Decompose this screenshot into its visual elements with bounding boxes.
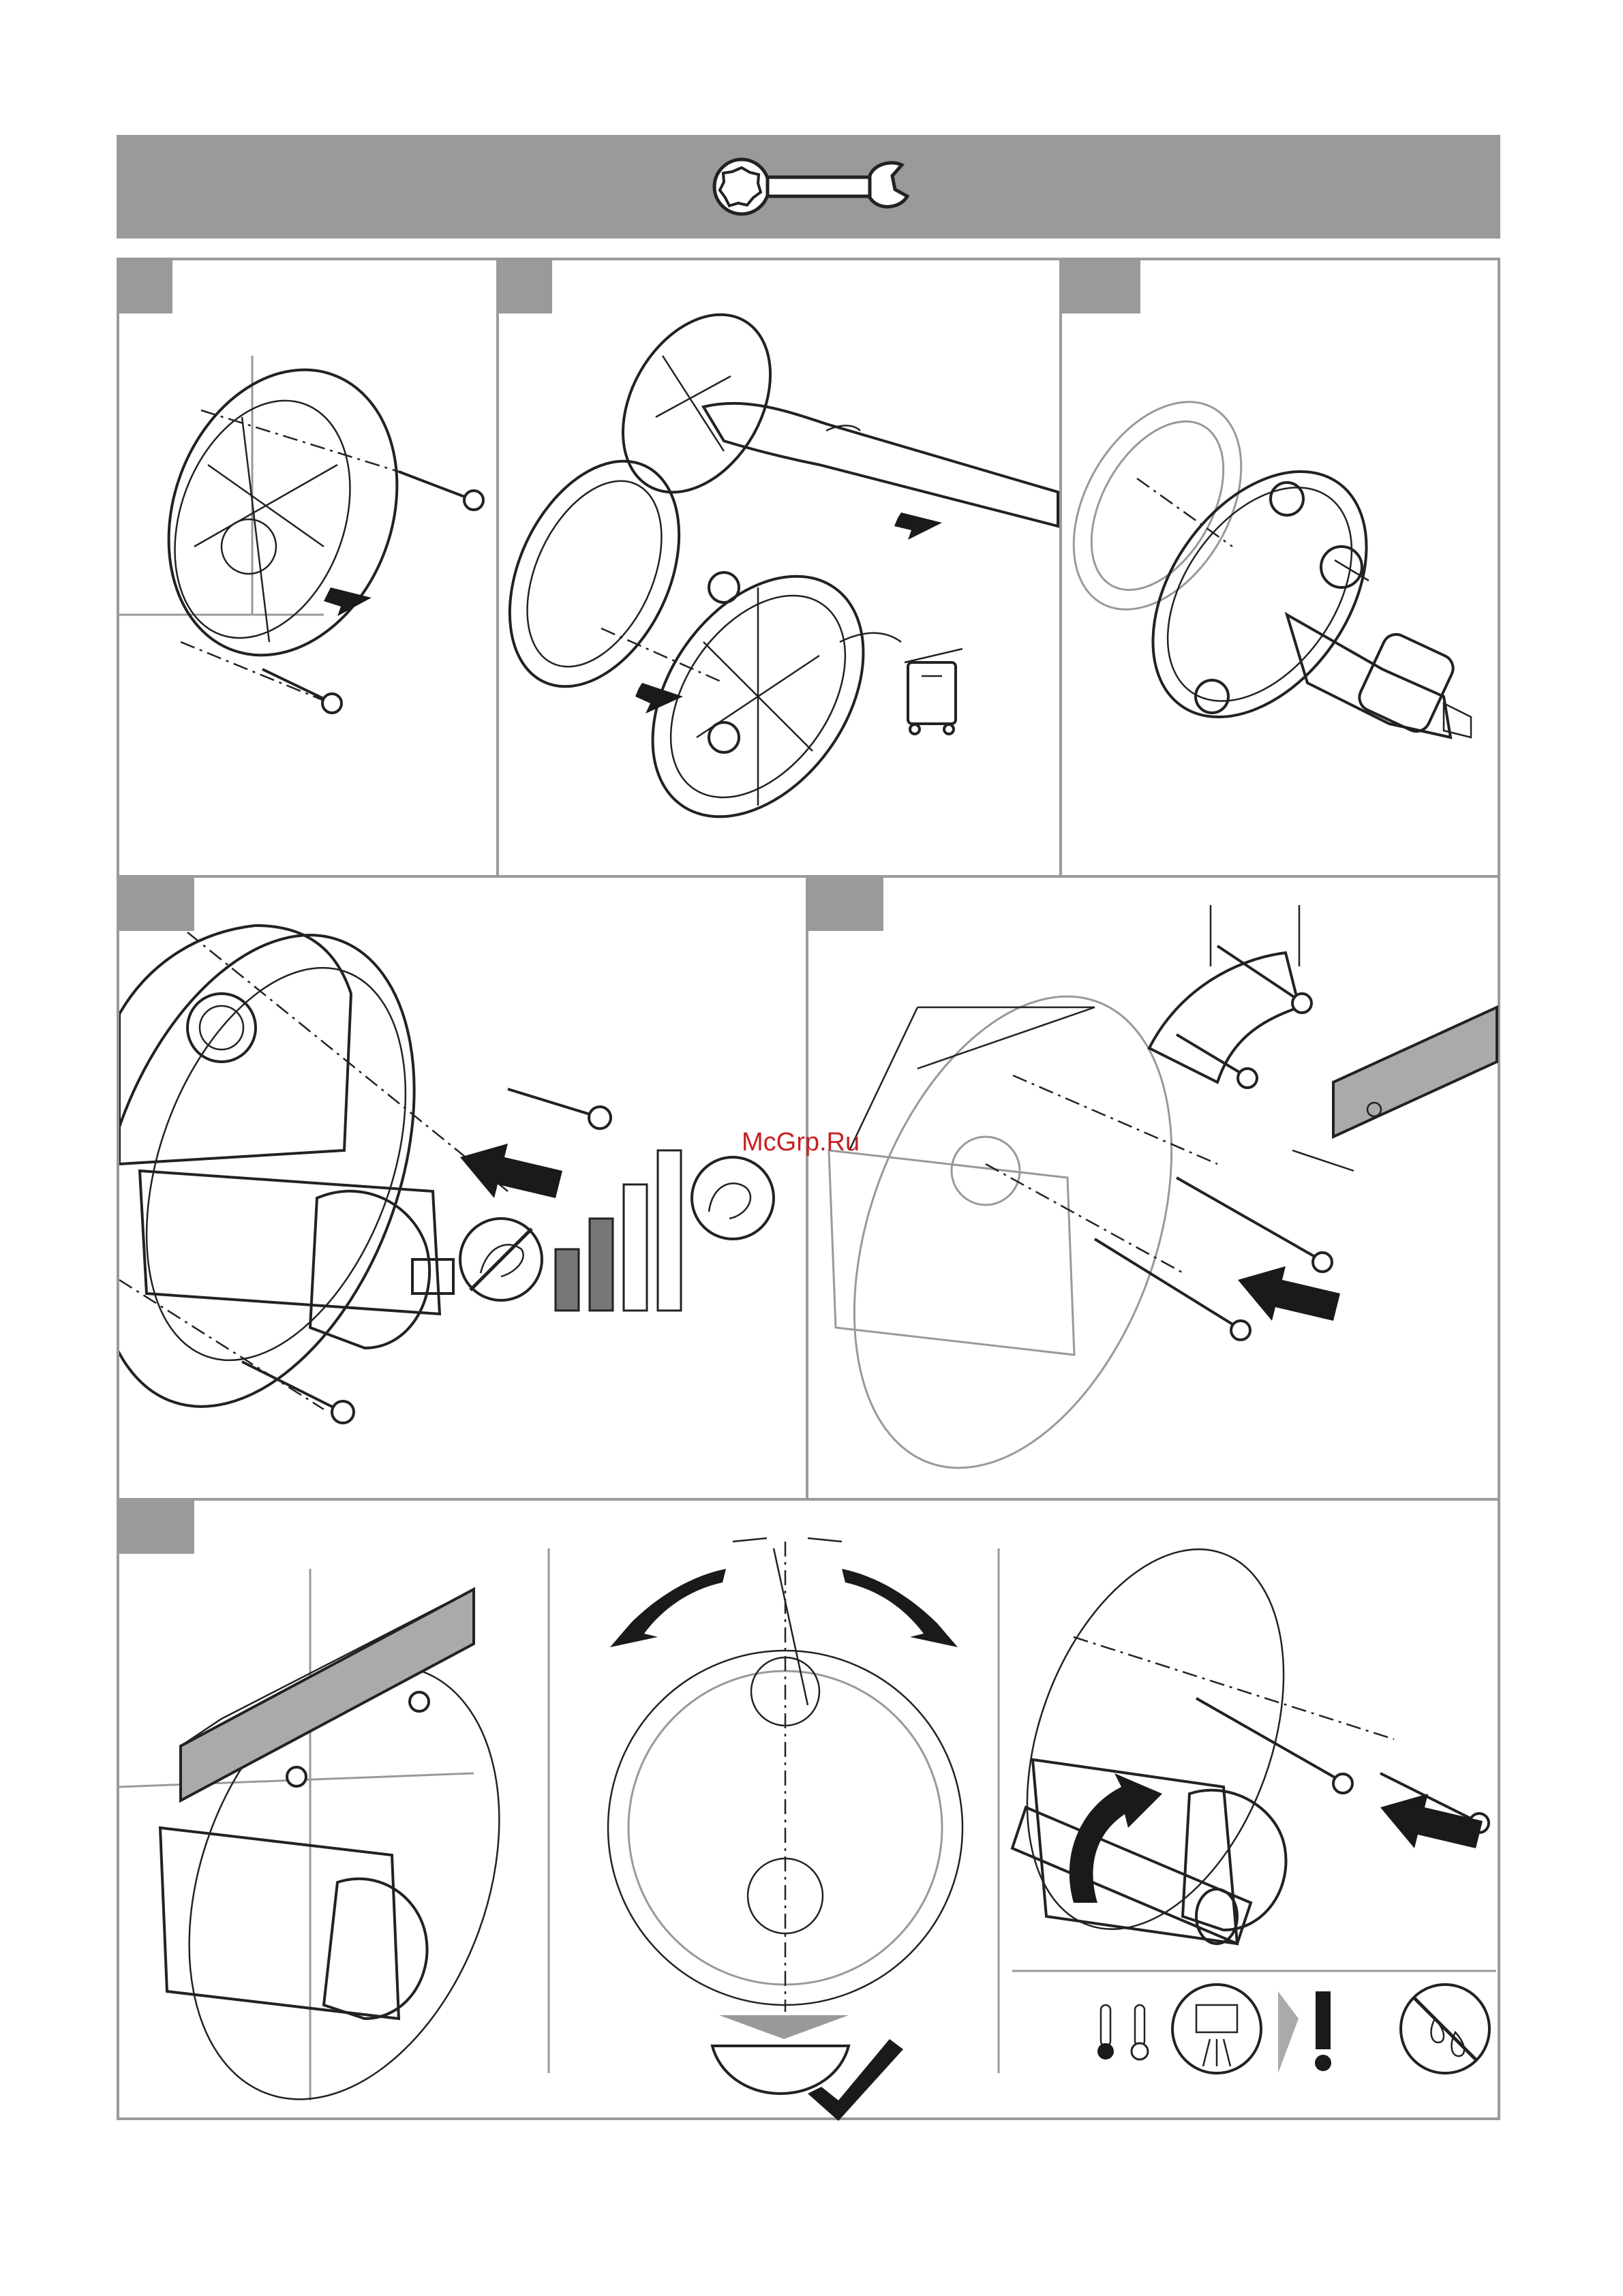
step-5-illustration	[808, 878, 1503, 1503]
step-6-illustration	[119, 1501, 1503, 2123]
caution-icon	[1278, 1991, 1331, 2073]
screw-icon	[508, 1089, 611, 1129]
spirit-level-icon	[181, 1589, 474, 1801]
arrow-right-icon	[894, 512, 942, 540]
no-water-icon	[1401, 1985, 1489, 2073]
arrow-left-icon	[460, 1144, 562, 1198]
screw-icon	[399, 472, 483, 510]
screw-icon	[287, 1767, 306, 1786]
screw-icon	[1177, 1035, 1257, 1088]
step-panel-4	[117, 875, 808, 1501]
combination-wrench-icon	[117, 135, 1500, 239]
step-3-illustration	[1062, 260, 1503, 881]
step-panel-5	[806, 875, 1500, 1501]
torque-bars-icon	[556, 1150, 681, 1311]
watermark-text: McGrp.Ru	[742, 1128, 860, 1157]
moderate-force-icon	[692, 1157, 774, 1239]
spirit-level-icon	[1292, 1007, 1497, 1171]
recycle-bin-icon	[905, 649, 962, 734]
curved-arrow-icon	[1070, 1773, 1162, 1903]
step-panel-6	[117, 1498, 1500, 2120]
no-excessive-force-icon	[460, 1219, 542, 1300]
level-check-icon	[712, 2015, 903, 2121]
screw-icon	[262, 669, 342, 713]
motor-unit-icon	[1109, 432, 1471, 757]
screwdriver-icon	[1012, 1807, 1251, 1944]
screw-icon	[1177, 1178, 1332, 1272]
header-bar	[117, 135, 1500, 239]
step-panel-1	[117, 258, 499, 878]
rotate-arrows-icon	[610, 1569, 958, 1647]
step-4-illustration	[119, 878, 811, 1503]
step-1-illustration	[119, 260, 502, 881]
screw-icon	[410, 1692, 429, 1711]
step-panel-2	[496, 258, 1062, 878]
arrow-right-icon	[635, 683, 683, 714]
arrow-left-icon	[1380, 1794, 1483, 1848]
step-2-illustration	[499, 260, 1065, 881]
no-cleaning-spray-icon	[1172, 1985, 1261, 2073]
screw-icon	[1095, 1239, 1250, 1340]
arrow-left-icon	[1238, 1266, 1340, 1321]
pliers-icon	[703, 403, 1058, 526]
temperature-icon	[1097, 2005, 1148, 2060]
step-panel-3	[1059, 258, 1500, 878]
